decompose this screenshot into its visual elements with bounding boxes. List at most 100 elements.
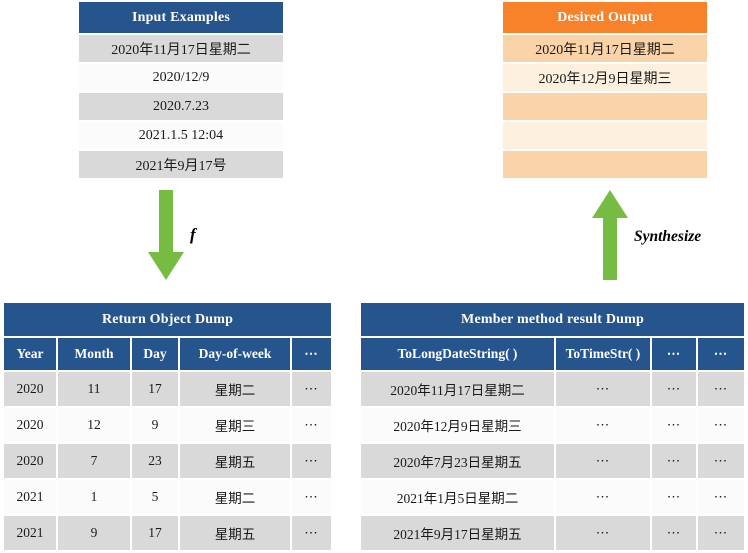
arrow-down-icon (148, 190, 184, 280)
column-header-day-of-week: Day-of-week (180, 338, 292, 372)
cell-more-1: ⋯ (652, 480, 698, 516)
table-row: 2020年11月17日星期二 (503, 35, 707, 64)
cell-time-str: ⋯ (556, 408, 652, 444)
input-example-value: 2021年9月17号 (79, 151, 283, 180)
return-object-dump-table: Return Object Dump Year Month Day Day-of… (4, 303, 332, 552)
input-example-value: 2021.1.5 12:04 (79, 122, 283, 151)
cell-year: 2020 (4, 408, 58, 444)
table-row (503, 122, 707, 151)
desired-output-table: Desired Output 2020年11月17日星期二 2020年12月9日… (503, 2, 707, 180)
cell-more-1: ⋯ (652, 516, 698, 552)
column-header-day: Day (132, 338, 180, 372)
cell-long-date-string: 2021年9月17日星期五 (361, 516, 556, 552)
table-title-row: Member method result Dump (361, 303, 745, 338)
cell-day: 9 (132, 408, 180, 444)
cell-more-2: ⋯ (698, 516, 745, 552)
input-example-value: 2020/12/9 (79, 64, 283, 93)
table-row: 2021年9月17日星期五 ⋯ ⋯ ⋯ (361, 516, 745, 552)
cell-day: 23 (132, 444, 180, 480)
desired-output-value (503, 151, 707, 180)
cell-year: 2021 (4, 480, 58, 516)
table-row: 2020年11月17日星期二 ⋯ ⋯ ⋯ (361, 372, 745, 408)
cell-more-2: ⋯ (698, 408, 745, 444)
desired-output-value (503, 93, 707, 122)
desired-output-value (503, 122, 707, 151)
cell-time-str: ⋯ (556, 480, 652, 516)
input-example-value: 2020.7.23 (79, 93, 283, 122)
cell-month: 7 (58, 444, 132, 480)
member-method-dump-grid: Member method result Dump ToLongDateStri… (361, 303, 745, 552)
return-object-dump-title: Return Object Dump (4, 303, 332, 338)
input-example-value: 2020年11月17日星期二 (79, 35, 283, 64)
table-row: 2020年7月23日星期五 ⋯ ⋯ ⋯ (361, 444, 745, 480)
cell-day-of-week: 星期五 (180, 444, 292, 480)
table-row (503, 151, 707, 180)
table-row: 2020.7.23 (79, 93, 283, 122)
cell-month: 12 (58, 408, 132, 444)
cell-month: 1 (58, 480, 132, 516)
cell-more: ⋯ (292, 408, 332, 444)
cell-day: 17 (132, 372, 180, 408)
return-object-dump-grid: Return Object Dump Year Month Day Day-of… (4, 303, 332, 552)
cell-more-1: ⋯ (652, 444, 698, 480)
column-header-month: Month (58, 338, 132, 372)
table-row: 2020年12月9日星期三 ⋯ ⋯ ⋯ (361, 408, 745, 444)
cell-more-1: ⋯ (652, 408, 698, 444)
desired-output-grid: Desired Output 2020年11月17日星期二 2020年12月9日… (503, 2, 707, 180)
arrow-down-glyph (148, 190, 184, 280)
desired-output-value: 2020年12月9日星期三 (503, 64, 707, 93)
input-examples-grid: Input Examples 2020年11月17日星期二 2020/12/9 … (79, 2, 283, 180)
table-row: 2020年12月9日星期三 (503, 64, 707, 93)
input-examples-table: Input Examples 2020年11月17日星期二 2020/12/9 … (79, 2, 283, 180)
cell-long-date-string: 2021年1月5日星期二 (361, 480, 556, 516)
column-header-totimestr: ToTimeStr( ) (556, 338, 652, 372)
desired-output-value: 2020年11月17日星期二 (503, 35, 707, 64)
cell-more-2: ⋯ (698, 444, 745, 480)
column-header-more-1: ⋯ (652, 338, 698, 372)
cell-more: ⋯ (292, 516, 332, 552)
cell-time-str: ⋯ (556, 516, 652, 552)
cell-day: 5 (132, 480, 180, 516)
cell-day-of-week: 星期二 (180, 372, 292, 408)
input-examples-title: Input Examples (79, 2, 283, 35)
table-row: 2021 9 17 星期五 ⋯ (4, 516, 332, 552)
cell-time-str: ⋯ (556, 372, 652, 408)
table-row: 2020 7 23 星期五 ⋯ (4, 444, 332, 480)
cell-day-of-week: 星期二 (180, 480, 292, 516)
table-row: 2021.1.5 12:04 (79, 122, 283, 151)
cell-long-date-string: 2020年12月9日星期三 (361, 408, 556, 444)
table-row: 2020年11月17日星期二 (79, 35, 283, 64)
cell-more-2: ⋯ (698, 480, 745, 516)
cell-day-of-week: 星期三 (180, 408, 292, 444)
table-header-row: Year Month Day Day-of-week ⋯ (4, 338, 332, 372)
cell-long-date-string: 2020年7月23日星期五 (361, 444, 556, 480)
cell-more: ⋯ (292, 372, 332, 408)
column-header-tolongdatestring: ToLongDateString( ) (361, 338, 556, 372)
table-header-row: ToLongDateString( ) ToTimeStr( ) ⋯ ⋯ (361, 338, 745, 372)
table-row: 2020 12 9 星期三 ⋯ (4, 408, 332, 444)
cell-time-str: ⋯ (556, 444, 652, 480)
arrow-up-glyph (592, 190, 628, 280)
cell-more: ⋯ (292, 480, 332, 516)
table-row: 2020/12/9 (79, 64, 283, 93)
desired-output-title: Desired Output (503, 2, 707, 35)
cell-more-2: ⋯ (698, 372, 745, 408)
member-method-dump-title: Member method result Dump (361, 303, 745, 338)
cell-year: 2020 (4, 372, 58, 408)
member-method-dump-table: Member method result Dump ToLongDateStri… (361, 303, 745, 552)
cell-day: 17 (132, 516, 180, 552)
arrow-down-label: f (190, 225, 196, 244)
arrow-up-label: Synthesize (634, 228, 702, 245)
table-row (503, 93, 707, 122)
table-title-row: Input Examples (79, 2, 283, 35)
cell-more: ⋯ (292, 444, 332, 480)
cell-year: 2021 (4, 516, 58, 552)
cell-more-1: ⋯ (652, 372, 698, 408)
column-header-year: Year (4, 338, 58, 372)
cell-year: 2020 (4, 444, 58, 480)
table-row: 2021年1月5日星期二 ⋯ ⋯ ⋯ (361, 480, 745, 516)
arrow-up-icon (592, 190, 628, 280)
cell-month: 11 (58, 372, 132, 408)
table-title-row: Return Object Dump (4, 303, 332, 338)
table-row: 2021 1 5 星期二 ⋯ (4, 480, 332, 516)
